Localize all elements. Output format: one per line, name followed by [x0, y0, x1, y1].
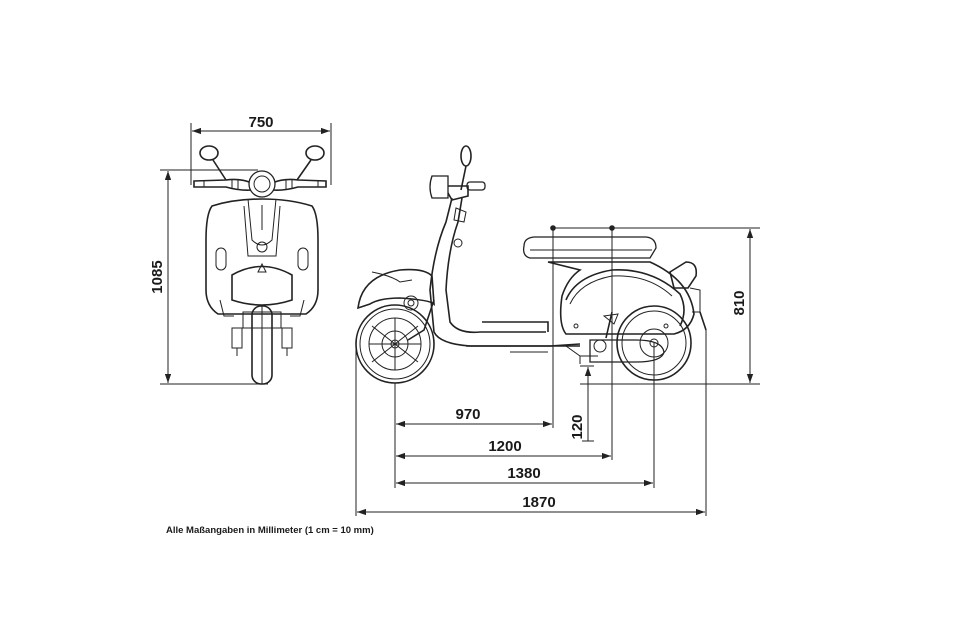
height-label: 1085: [149, 260, 166, 293]
dim-1870-label: 1870: [522, 494, 555, 511]
dim-1380-label: 1380: [507, 465, 540, 482]
width-label: 750: [248, 114, 273, 131]
seat-height-label: 810: [731, 290, 748, 315]
units-footnote: Alle Maßangaben in Millimeter (1 cm = 10…: [166, 525, 374, 536]
ground-clearance-label: 120: [569, 414, 586, 439]
front-view: 750 1085: [149, 114, 332, 385]
dim-970-label: 970: [455, 406, 480, 423]
side-dimensions: 810 120 970 1200 1380 1870: [355, 225, 760, 516]
dim-1200-label: 1200: [488, 438, 521, 455]
